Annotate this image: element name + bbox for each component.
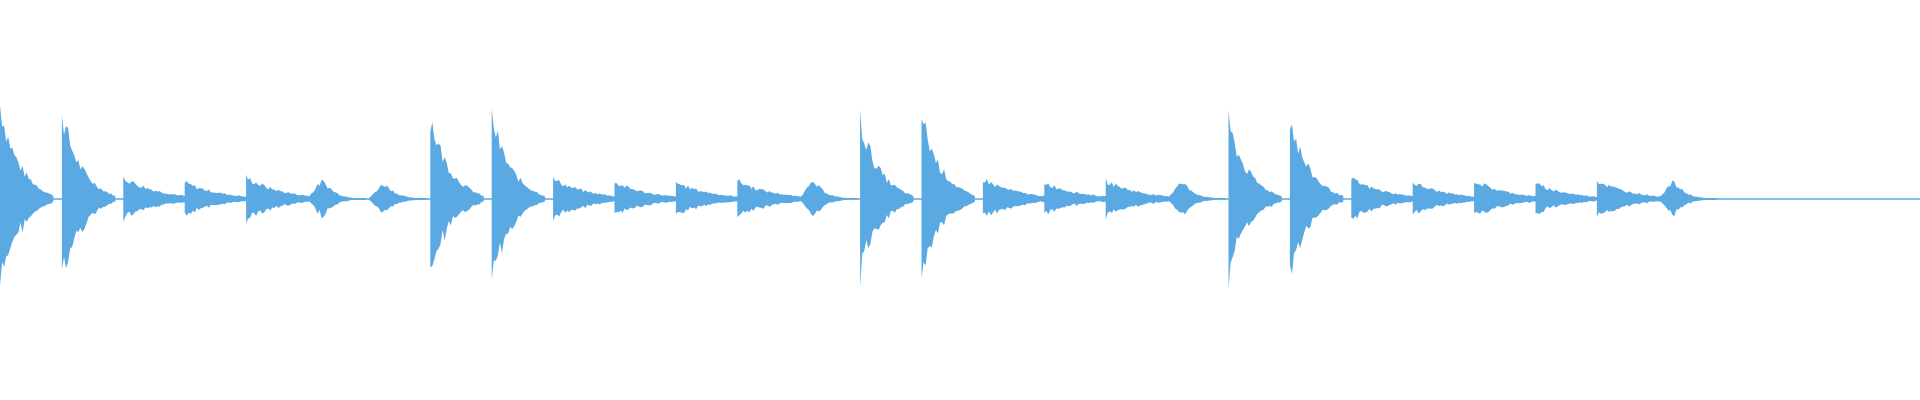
waveform-event-24	[1412, 182, 1484, 215]
waveform-event-4	[184, 181, 256, 216]
waveform-event-3	[123, 176, 194, 222]
waveform-event-20	[1167, 183, 1226, 215]
waveform-event-12	[675, 181, 747, 214]
waveform-event-7	[368, 184, 428, 213]
waveform-event-28	[1658, 180, 1717, 217]
waveform-events	[0, 105, 1717, 289]
waveform-event-26	[1535, 183, 1607, 215]
waveform-event-14	[798, 182, 857, 216]
waveform-event-9	[491, 108, 546, 280]
waveform-event-6	[307, 180, 366, 219]
waveform-event-13	[737, 179, 808, 218]
waveform-event-1	[0, 105, 54, 286]
waveform-event-19	[1105, 178, 1177, 220]
waveform-event-23	[1351, 177, 1422, 219]
waveform-event-10	[553, 177, 624, 222]
waveform-event-22	[1289, 124, 1344, 275]
waveform-event-17	[982, 179, 1054, 216]
waveform-event-11	[614, 183, 686, 213]
waveform-event-16	[921, 119, 975, 278]
waveform-event-25	[1474, 183, 1545, 214]
waveform-event-8	[430, 122, 484, 268]
waveform-event-5	[246, 174, 317, 224]
waveform-event-27	[1596, 180, 1668, 218]
waveform-event-15	[860, 109, 914, 288]
waveform-event-21	[1228, 110, 1282, 289]
waveform-event-2	[61, 115, 116, 270]
waveform-event-18	[1044, 183, 1115, 215]
